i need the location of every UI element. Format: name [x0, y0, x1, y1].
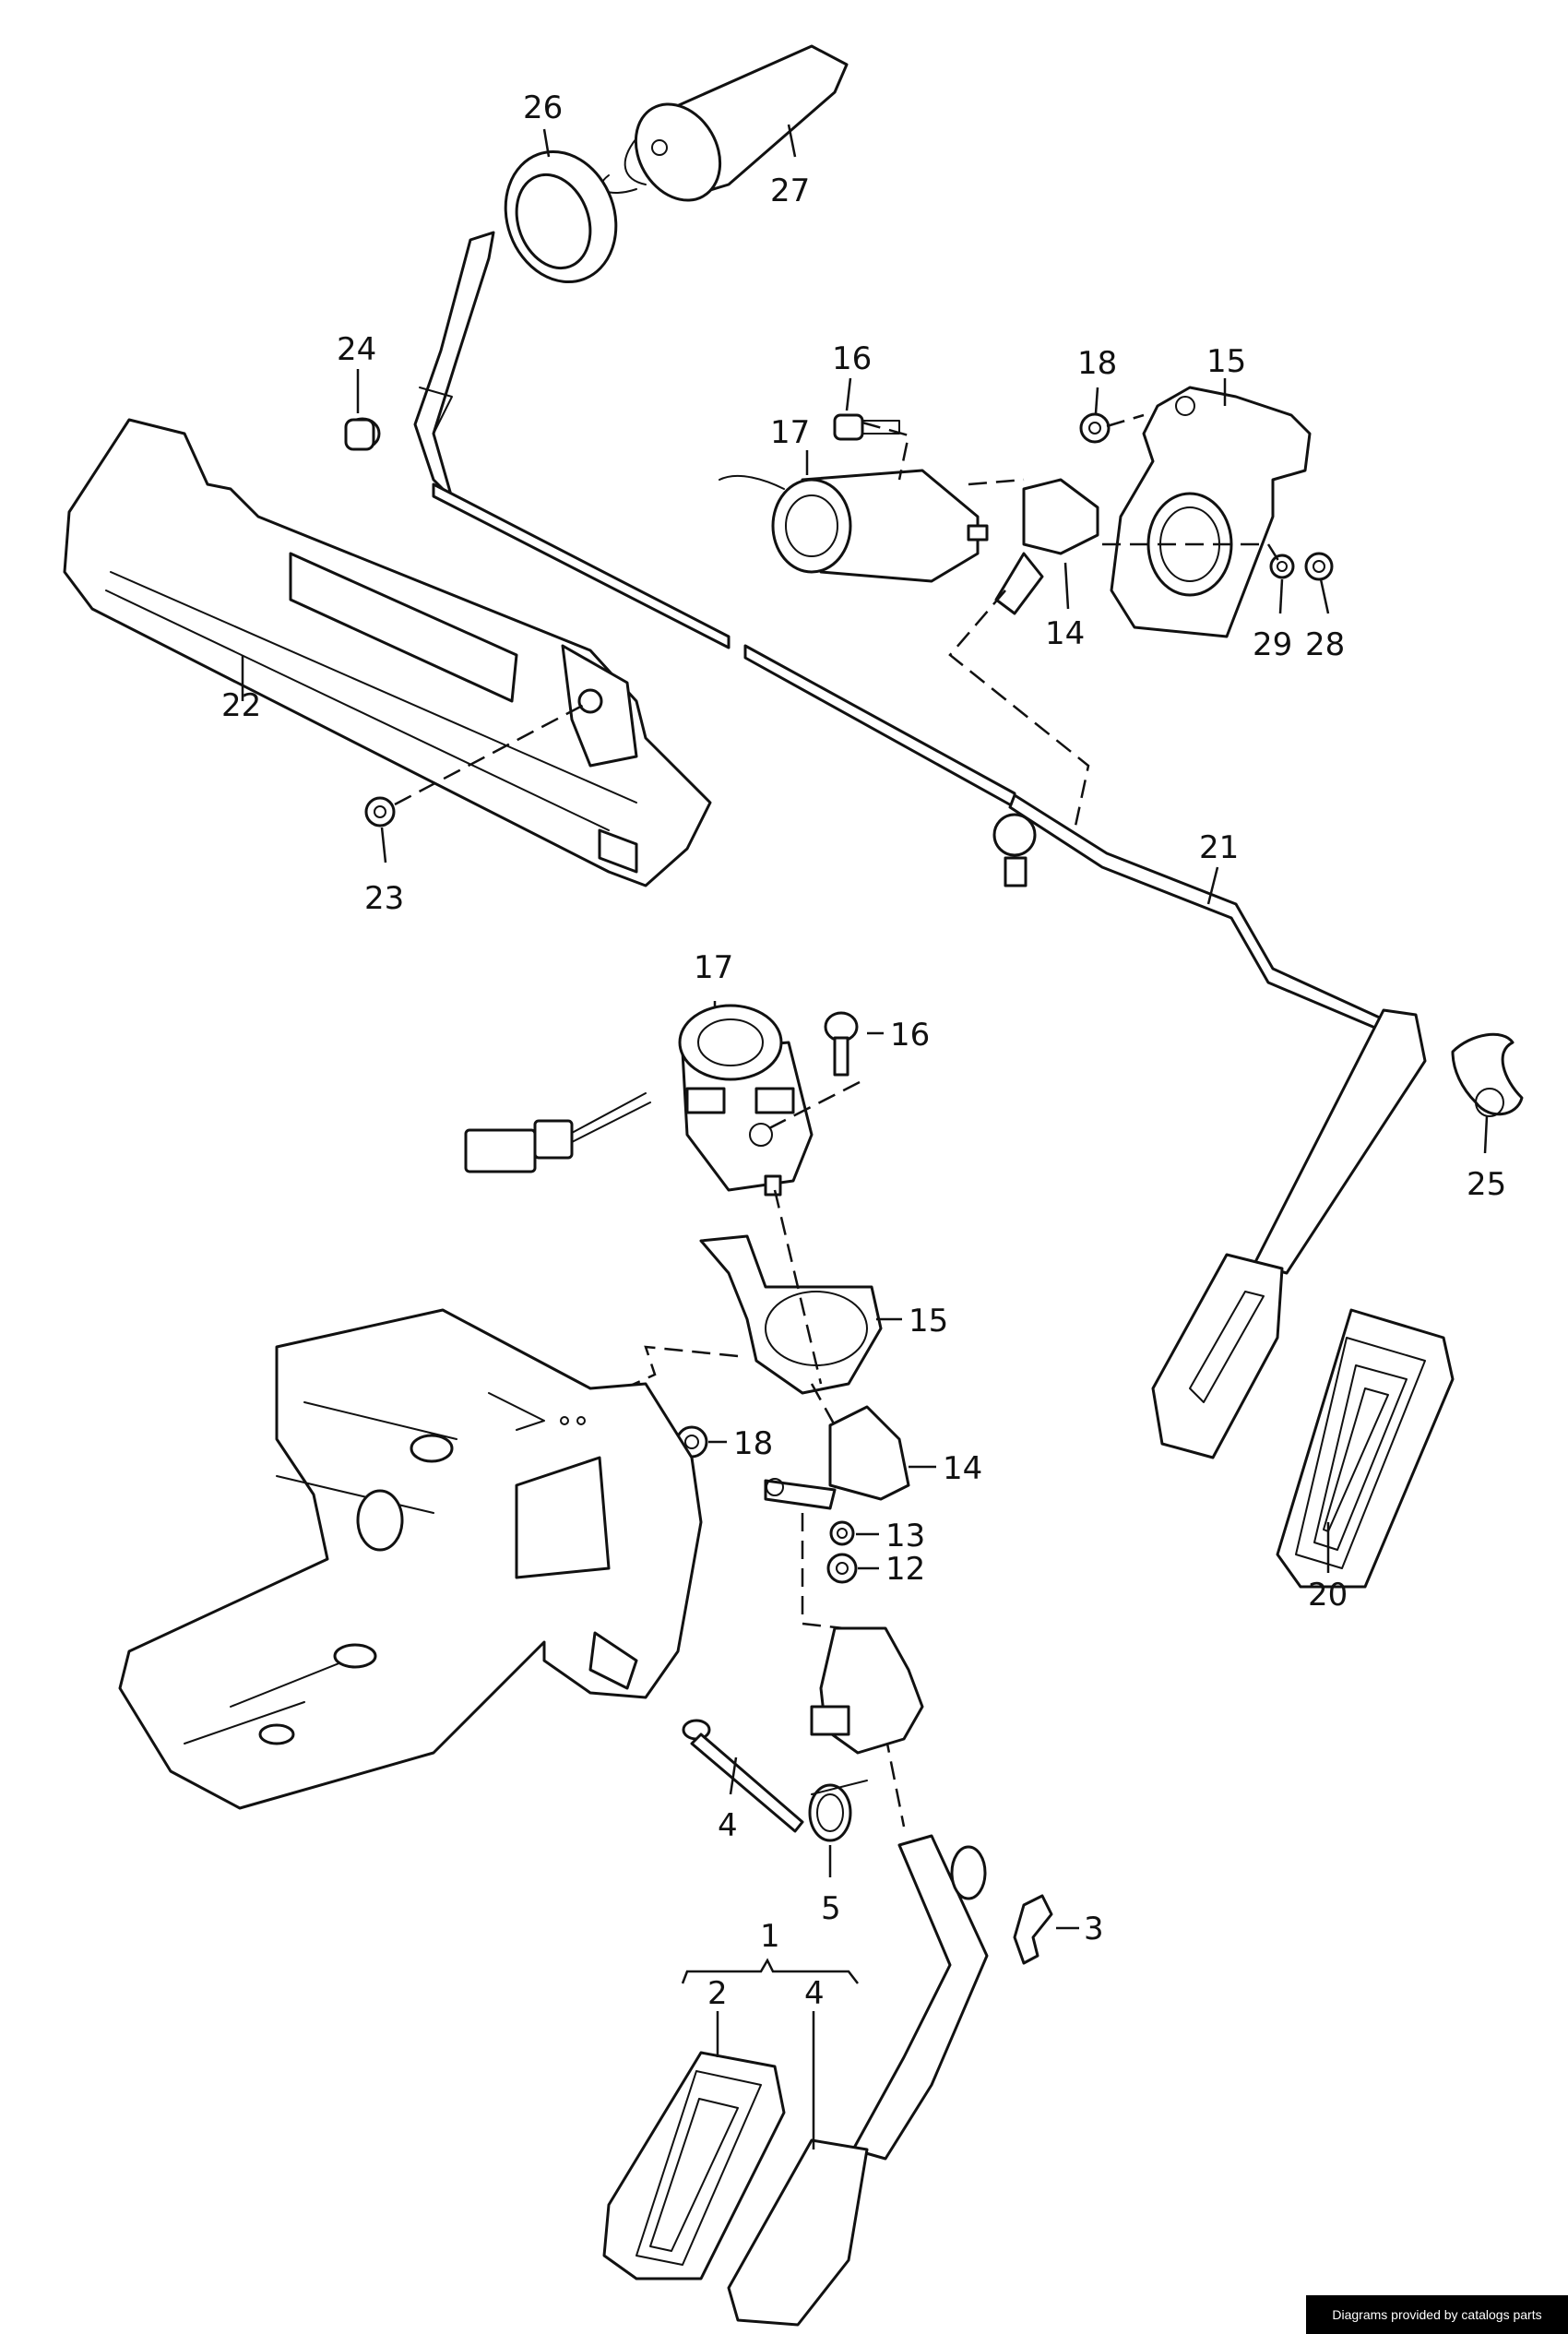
credit-badge — [1306, 2295, 1568, 2334]
callout-25: 25 — [1467, 1166, 1506, 1203]
bolt-16-top-part — [833, 413, 900, 441]
clip-3-part — [1013, 1894, 1053, 1965]
motor-17-top-part — [719, 469, 989, 583]
callout-18-top: 18 — [1077, 345, 1117, 382]
callout-27: 27 — [770, 173, 810, 209]
connector-plug-part — [464, 1092, 651, 1173]
callout-16-top: 16 — [832, 340, 872, 377]
accelerator-shaft-part — [432, 482, 1390, 1035]
callout-4-pin: 4 — [718, 1807, 738, 1844]
washer-13-part — [829, 1520, 855, 1546]
body-panel-part — [118, 1308, 703, 1810]
assembly-bracket-1 — [681, 1958, 859, 1984]
callout-4-pad: 4 — [804, 1975, 825, 2012]
callout-21: 21 — [1199, 829, 1239, 866]
callout-17-top: 17 — [770, 414, 810, 451]
callout-12: 12 — [885, 1551, 925, 1588]
callout-14-top: 14 — [1045, 615, 1085, 652]
cover-14-top-part — [994, 478, 1099, 615]
callout-3: 3 — [1084, 1911, 1104, 1947]
mount-line-16-mid — [765, 1080, 861, 1132]
pedal-lever-part — [727, 1834, 989, 2327]
seal-ring-part — [504, 149, 618, 284]
mount-line-16-top — [861, 421, 910, 481]
callout-15-mid: 15 — [909, 1303, 948, 1340]
callout-5: 5 — [821, 1890, 841, 1927]
callout-13: 13 — [885, 1518, 925, 1554]
pedal-pad-2-part — [602, 2051, 786, 2280]
callout-15-top: 15 — [1206, 343, 1246, 380]
mount-line-23 — [394, 702, 587, 806]
pedal-bracket-part — [810, 1626, 924, 1755]
callout-1: 1 — [760, 1918, 780, 1955]
callout-23: 23 — [364, 880, 404, 917]
motor-17-mid-part — [678, 1004, 814, 1197]
washer-29-part — [1269, 554, 1295, 579]
pedal-pad-part — [1276, 1308, 1455, 1589]
nut-28-part — [1304, 552, 1334, 581]
bolt-16-mid-part — [824, 1011, 859, 1077]
cover-14-mid-part — [764, 1405, 910, 1510]
nut-18-top-part — [1079, 412, 1111, 444]
spring-5-part — [808, 1780, 868, 1842]
callout-2: 2 — [707, 1975, 728, 2012]
callout-16-mid: 16 — [890, 1017, 930, 1054]
mount-line-29 — [1102, 542, 1284, 567]
credit-text: Diagrams provided by catalogs parts — [1332, 2307, 1542, 2322]
bushing-part — [344, 417, 381, 451]
callout-26: 26 — [523, 89, 563, 126]
callout-24: 24 — [337, 331, 376, 368]
pedal-arm-part — [1151, 1008, 1427, 1459]
pin-4-part — [682, 1719, 804, 1833]
mount-line-14-mid — [810, 1383, 837, 1426]
nut-23-part — [364, 796, 396, 828]
callout-28: 28 — [1305, 626, 1345, 663]
end-clip-part — [1451, 1032, 1524, 1117]
nut-12-part — [826, 1553, 858, 1584]
callout-17-mid: 17 — [694, 949, 733, 986]
switch-housing-part — [600, 44, 849, 202]
callout-18-mid: 18 — [733, 1425, 773, 1462]
cross-member-part — [63, 418, 712, 887]
mount-line-pedal — [884, 1733, 906, 1828]
callout-29: 29 — [1253, 626, 1292, 663]
callout-22: 22 — [221, 687, 261, 724]
callout-labels: 26 27 24 16 17 18 15 14 29 28 22 23 21 1… — [221, 89, 1506, 2012]
mount-line-18-top — [1106, 413, 1145, 428]
callout-14-mid: 14 — [943, 1450, 982, 1487]
mount-line-14-top — [948, 589, 1090, 831]
mount-line-17-top — [968, 478, 1025, 486]
mount-line-12 — [801, 1513, 845, 1630]
mount-line-17-mid — [773, 1189, 823, 1385]
bracket-arm-part — [413, 231, 495, 500]
leader-lines — [241, 124, 1489, 2149]
callout-20: 20 — [1308, 1577, 1348, 1614]
